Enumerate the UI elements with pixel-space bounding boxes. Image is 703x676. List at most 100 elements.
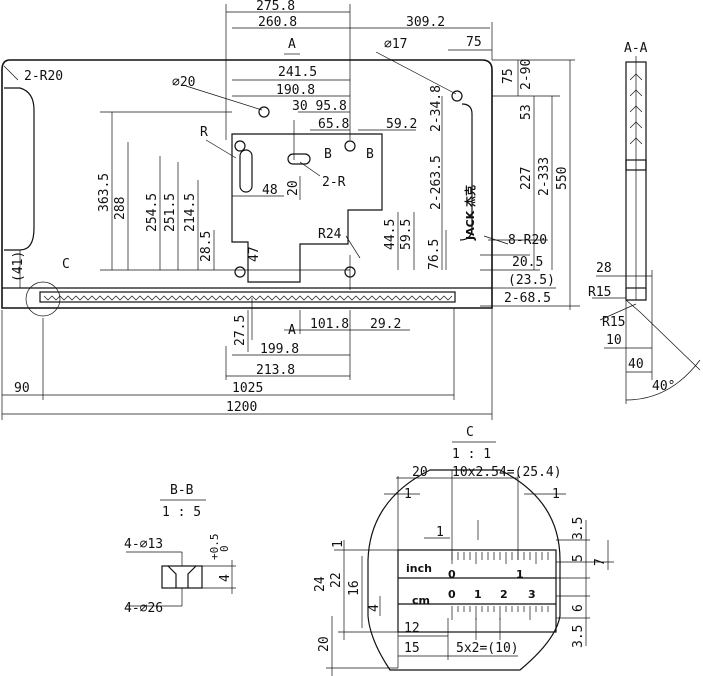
section-b-b-scale: 1 : 5 — [162, 505, 201, 520]
dim-363-5: 363.5 — [97, 173, 112, 212]
brand-mark: JACK 杰克 — [463, 185, 477, 241]
dim-41: (41) — [11, 251, 26, 282]
dim-48: 48 — [262, 183, 278, 198]
dim-c-7: 7 — [593, 558, 608, 566]
dim-c-16: 16 — [347, 580, 362, 596]
dim-213-8: 213.8 — [256, 363, 295, 378]
dim-288: 288 — [113, 197, 128, 220]
inch-tick-0: 0 — [448, 568, 456, 581]
dim-90: 90 — [14, 381, 30, 396]
dim-phi17: ∅17 — [384, 37, 407, 52]
dim-28: 28 — [596, 261, 612, 276]
radius-r15-b: R15 — [602, 315, 625, 330]
dim-199-8: 199.8 — [260, 342, 299, 357]
holes-4-phi13: 4-∅13 — [124, 537, 163, 552]
dim-30-95-8: 30 95.8 — [292, 99, 347, 114]
dim-275-8: 275.8 — [256, 0, 295, 14]
dimension-lines — [1, 4, 580, 420]
label-inch: inch — [406, 562, 432, 575]
dim-c-3-5-top: 3.5 — [571, 517, 586, 540]
dim-65-8: 65.8 — [318, 117, 349, 132]
dim-c-5: 5 — [571, 554, 586, 562]
tolerance-plus: +0.5 — [208, 534, 221, 561]
dim-227: 227 — [519, 167, 534, 190]
dim-59-2: 59.2 — [386, 117, 417, 132]
section-a-a-title: A-A — [624, 41, 648, 56]
dim-2-68-5: 2-68.5 — [504, 291, 551, 306]
section-mark-a-bottom: A — [288, 323, 296, 338]
brand-logo: JACK 杰克 — [463, 185, 477, 241]
dim-28-5: 28.5 — [199, 231, 214, 262]
dim-c-22: 22 — [329, 572, 344, 588]
cm-tick-1: 1 — [474, 588, 482, 601]
table-top-outline — [1, 59, 493, 309]
section-mark-b-right: B — [366, 147, 374, 162]
cm-tick-3: 3 — [528, 588, 536, 601]
dim-2-90: 2-90 — [519, 59, 534, 90]
dim-190-8: 190.8 — [276, 83, 315, 98]
angle-40: 40° — [652, 379, 675, 394]
dim-59-5: 59.5 — [399, 219, 414, 250]
dim-23-5: (23.5) — [508, 273, 555, 288]
dim-c-6: 6 — [571, 604, 586, 612]
radius-r: R — [200, 125, 208, 140]
dim-c-12: 12 — [404, 621, 420, 636]
cm-tick-2: 2 — [500, 588, 508, 601]
dim-4-bb: 4 — [218, 574, 233, 582]
dim-260-8: 260.8 — [258, 15, 297, 30]
detail-c-scale: 1 : 1 — [452, 447, 491, 462]
dim-c-5x2: 5x2=(10) — [456, 641, 519, 656]
detail-mark-c: C — [62, 257, 70, 272]
tolerance-zero: 0 — [218, 545, 231, 552]
dim-c-1-right: 1 — [552, 487, 560, 502]
dim-c-1-mid: 1 — [436, 525, 444, 540]
top-view-labels: 275.8 260.8 309.2 ∅17 75 A 241.5 ∅20 190… — [11, 0, 570, 415]
dim-c-1-vert: 1 — [331, 540, 346, 548]
dim-29-2: 29.2 — [370, 317, 401, 332]
detail-c-title: C — [466, 425, 474, 440]
dim-1200: 1200 — [226, 400, 257, 415]
radius-r15-a: R15 — [588, 285, 611, 300]
inch-tick-1: 1 — [516, 568, 524, 581]
section-b-b: B-B 1 : 5 4-∅13 +0.5 0 4 4-∅26 — [124, 483, 236, 616]
radius-2-r20: 2-R20 — [24, 69, 63, 84]
dim-20: 20 — [286, 180, 301, 196]
label-cm: cm — [412, 594, 430, 607]
dim-27-5: 27.5 — [233, 315, 248, 346]
dim-254-5: 254.5 — [145, 193, 160, 232]
dim-550: 550 — [555, 167, 570, 190]
dim-75-side: 75 — [501, 68, 516, 84]
dim-309-2: 309.2 — [406, 15, 445, 30]
dim-2-34-8: 2-34.8 — [429, 85, 444, 132]
dim-76-5: 76.5 — [427, 239, 442, 270]
ruler-strip — [25, 281, 456, 317]
radius-r24: R24 — [318, 227, 342, 242]
dim-c-20: 20 — [412, 465, 428, 480]
section-b-b-title: B-B — [170, 483, 194, 498]
dim-c-1-left: 1 — [404, 487, 412, 502]
radius-8-r20: 8-R20 — [508, 233, 547, 248]
section-a-a: A-A 28 R15 R15 10 40 40° — [588, 41, 701, 404]
dim-2-263-5: 2-263.5 — [429, 155, 444, 210]
dim-47: 47 — [247, 246, 262, 262]
dim-2-333: 2-333 — [537, 157, 552, 196]
holes-4-phi26: 4-∅26 — [124, 601, 163, 616]
dim-214-5: 214.5 — [183, 193, 198, 232]
dim-phi20: ∅20 — [172, 75, 195, 90]
dim-75-top: 75 — [466, 35, 482, 50]
dim-c-25-4: 10x2.54=(25.4) — [452, 465, 562, 480]
dim-241-5: 241.5 — [278, 65, 317, 80]
dim-1025: 1025 — [232, 381, 263, 396]
dim-c-20-vert: 20 — [317, 636, 332, 652]
dim-53: 53 — [519, 104, 534, 120]
dim-c-24: 24 — [313, 576, 328, 592]
dim-c-15: 15 — [404, 641, 420, 656]
dim-40: 40 — [628, 357, 644, 372]
section-mark-a: A — [288, 37, 296, 52]
dim-44-5: 44.5 — [383, 219, 398, 250]
cm-tick-0: 0 — [448, 588, 456, 601]
machine-cutout — [231, 90, 463, 290]
dim-20-5: 20.5 — [512, 255, 543, 270]
section-mark-b-left: B — [324, 147, 332, 162]
